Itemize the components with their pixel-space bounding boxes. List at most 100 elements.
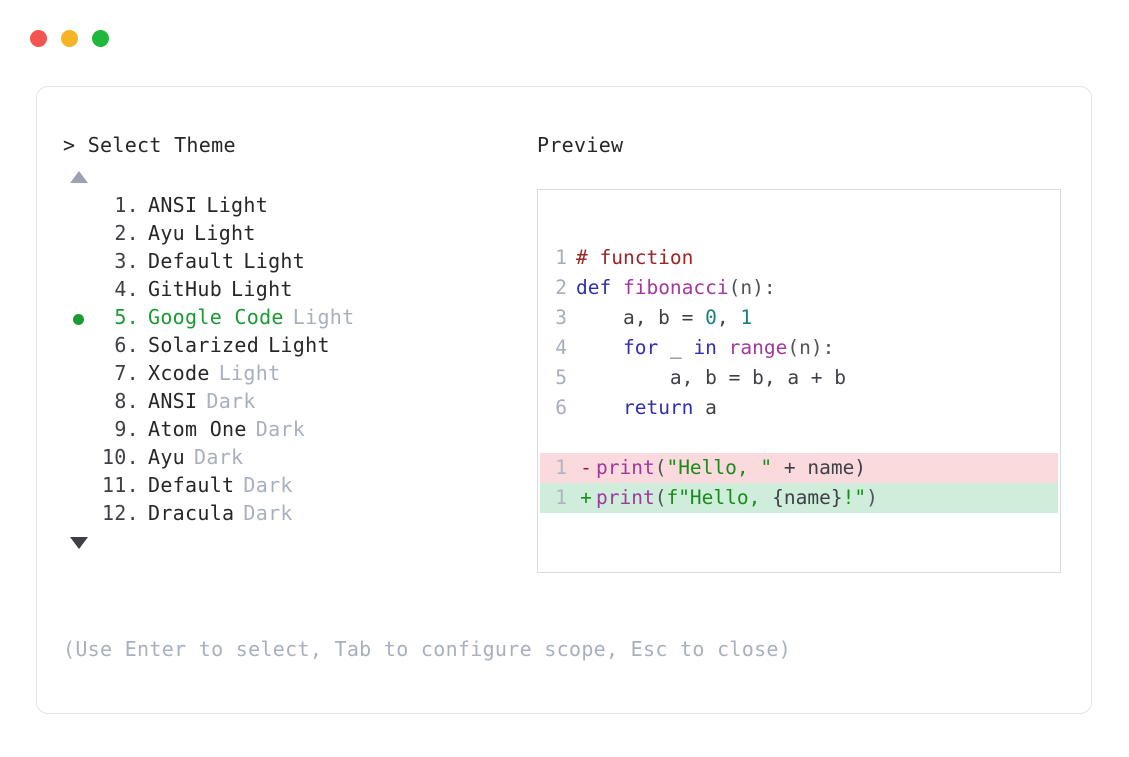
theme-variant: Dark bbox=[243, 473, 293, 497]
theme-variant: Dark bbox=[255, 417, 306, 441]
bullet-placeholder bbox=[63, 193, 93, 221]
window-titlebar bbox=[30, 30, 109, 47]
line-number: 1 bbox=[555, 456, 567, 479]
theme-variant: Light bbox=[268, 333, 330, 357]
code-token bbox=[576, 396, 623, 419]
code-line: 3 a, b = 0, 1 bbox=[540, 303, 1058, 333]
theme-name: ANSI bbox=[148, 389, 198, 413]
code-line: 5 a, b = b, a + b bbox=[540, 363, 1058, 393]
line-number: 5 bbox=[555, 366, 567, 389]
theme-name: Default bbox=[148, 473, 235, 497]
code-token: + name) bbox=[772, 456, 867, 479]
code-token: ) bbox=[866, 486, 878, 509]
code-source: print("Hello, " + name) bbox=[596, 453, 1058, 483]
theme-index: 10. bbox=[101, 445, 139, 469]
code-token: print bbox=[596, 456, 655, 479]
code-line: 6 return a bbox=[540, 393, 1058, 423]
code-token: def bbox=[576, 276, 623, 299]
theme-name: Solarized bbox=[148, 333, 260, 357]
maximize-button[interactable] bbox=[92, 30, 109, 47]
theme-name: Dracula bbox=[148, 501, 235, 525]
code-token: 1 bbox=[740, 306, 753, 329]
line-number: 3 bbox=[555, 306, 567, 329]
diff-sign: - bbox=[580, 456, 592, 479]
theme-variant: Light bbox=[194, 221, 256, 245]
line-number: 4 bbox=[555, 336, 567, 359]
code-token: fibonacci bbox=[622, 276, 729, 299]
code-token: (n): bbox=[728, 276, 776, 299]
line-number: 2 bbox=[555, 276, 567, 299]
theme-variant: Light bbox=[218, 361, 281, 385]
theme-name: GitHub bbox=[148, 277, 223, 301]
bullet-placeholder bbox=[63, 417, 93, 445]
bullet-placeholder bbox=[63, 501, 93, 529]
theme-variant: Light bbox=[292, 305, 355, 329]
close-button[interactable] bbox=[30, 30, 47, 47]
code-token bbox=[576, 336, 623, 359]
theme-index: 6. bbox=[114, 333, 139, 357]
bullet-placeholder bbox=[63, 333, 93, 361]
theme-index: 4. bbox=[114, 277, 139, 301]
preview-title: Preview bbox=[537, 133, 624, 157]
page-title: Select Theme bbox=[87, 133, 236, 157]
theme-name: Google Code bbox=[148, 305, 284, 329]
code-token: _ bbox=[658, 336, 694, 359]
code-token: ( bbox=[654, 486, 667, 509]
code-token: {name} bbox=[772, 486, 843, 509]
code-token: in bbox=[693, 336, 717, 359]
theme-name: ANSI bbox=[148, 193, 198, 217]
bullet-placeholder bbox=[63, 389, 93, 417]
code-source: a, b = b, a + b bbox=[576, 363, 1058, 393]
scroll-down-icon[interactable] bbox=[70, 537, 88, 549]
theme-variant: Light bbox=[206, 193, 269, 217]
code-token: a, b = bbox=[576, 306, 706, 329]
code-token: f"Hello, bbox=[666, 486, 773, 509]
theme-list-item[interactable]: 8. ANSI Dark bbox=[63, 389, 533, 417]
theme-index: 9. bbox=[114, 417, 139, 441]
code-token: for bbox=[622, 336, 659, 359]
theme-variant: Light bbox=[243, 249, 306, 273]
selected-bullet-icon bbox=[63, 305, 93, 333]
diff-sign: + bbox=[580, 486, 592, 509]
code-source: print(f"Hello, {name}!") bbox=[596, 483, 1058, 513]
code-token: (n): bbox=[787, 336, 835, 359]
code-token: , bbox=[716, 306, 741, 329]
bullet-placeholder bbox=[63, 361, 93, 389]
bullet-placeholder bbox=[63, 473, 93, 501]
theme-index: 2. bbox=[114, 221, 139, 245]
diff-added-line: 1+print(f"Hello, {name}!") bbox=[540, 483, 1058, 513]
code-line: 1 # function bbox=[540, 243, 1058, 273]
theme-list-item[interactable]: 6. Solarized Light bbox=[63, 333, 533, 361]
bullet-placeholder bbox=[63, 221, 93, 249]
line-number: 1 bbox=[555, 246, 567, 269]
theme-variant: Dark bbox=[243, 501, 293, 525]
prompt-marker: > bbox=[63, 133, 76, 157]
theme-index: 8. bbox=[114, 389, 139, 413]
code-source: def fibonacci(n): bbox=[576, 273, 1058, 303]
code-source: # function bbox=[576, 243, 1058, 273]
code-token: a bbox=[693, 396, 717, 419]
theme-variant: Light bbox=[231, 277, 293, 301]
minimize-button[interactable] bbox=[61, 30, 78, 47]
code-line: 2 def fibonacci(n): bbox=[540, 273, 1058, 303]
theme-list-item[interactable]: 4. GitHub Light bbox=[63, 277, 533, 305]
theme-variant: Dark bbox=[206, 389, 256, 413]
code-line: 4 for _ in range(n): bbox=[540, 333, 1058, 363]
code-token: !" bbox=[842, 486, 867, 509]
keyboard-hint: (Use Enter to select, Tab to configure s… bbox=[63, 637, 792, 661]
scroll-up-icon[interactable] bbox=[70, 171, 88, 183]
code-source: a, b = 0, 1 bbox=[576, 303, 1058, 333]
